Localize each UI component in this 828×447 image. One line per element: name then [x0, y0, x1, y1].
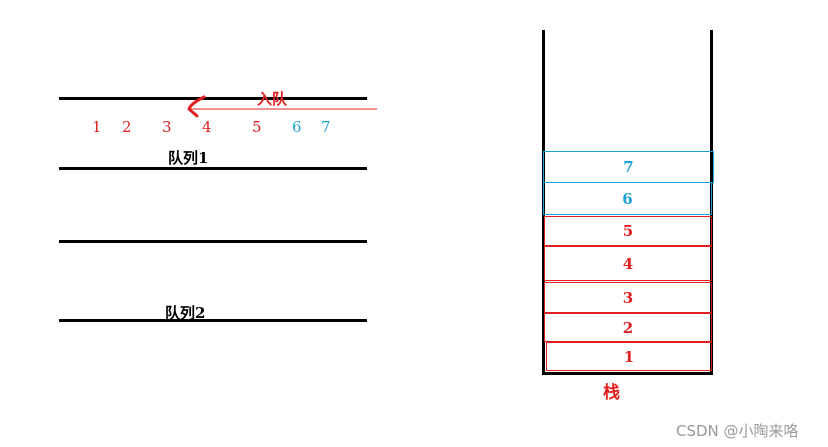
queue1-item-1: 1	[92, 118, 102, 136]
stack-bottom-wall	[542, 372, 713, 375]
stack-cell-7: 7	[543, 151, 714, 183]
queue1-label: 队列1	[168, 149, 209, 167]
enqueue-label: 入队	[257, 90, 288, 108]
stack-cell-1: 1	[546, 342, 712, 371]
queue1-item-2: 2	[122, 118, 132, 136]
enqueue-arrow-icon	[187, 95, 377, 118]
queue1-top-line	[59, 97, 367, 100]
queue1-item-3: 3	[162, 118, 172, 136]
stack-cell-4: 4	[544, 246, 712, 281]
queue1-item-7: 7	[321, 118, 331, 136]
stack-cell-2: 2	[544, 313, 712, 342]
queue1-item-6: 6	[292, 118, 302, 136]
queue2-top-line	[59, 240, 367, 243]
stack-cell-5: 5	[544, 216, 712, 246]
queue2-label: 队列2	[165, 304, 206, 322]
queue1-item-4: 4	[202, 118, 212, 136]
queue2-bottom-line	[59, 319, 367, 322]
stack-label: 栈	[603, 383, 620, 403]
queue1-bottom-line	[59, 167, 367, 170]
stack-cell-3: 3	[544, 282, 712, 313]
queue1-item-5: 5	[252, 118, 262, 136]
watermark: CSDN @小陶来咯	[676, 422, 799, 440]
stack-cell-6: 6	[543, 182, 712, 215]
